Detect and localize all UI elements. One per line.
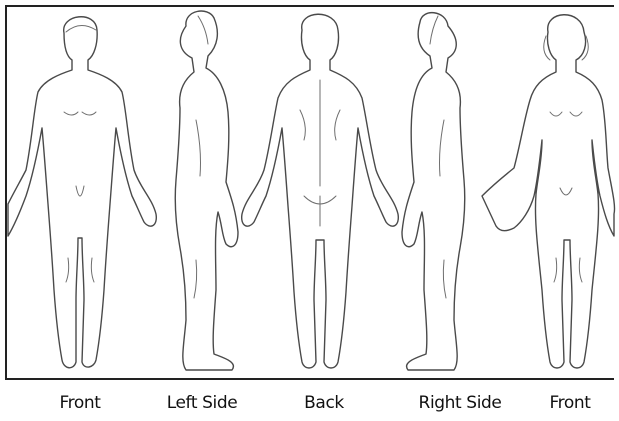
left-side-figure: [175, 11, 238, 370]
label-front-male: Front: [60, 393, 101, 413]
label-front-female: Front: [550, 393, 591, 413]
right-side-figure: [402, 13, 465, 370]
back-figure: [242, 14, 399, 368]
view-labels: Front Left Side Back Right Side Front: [0, 393, 619, 417]
label-right-side: Right Side: [419, 393, 502, 413]
female-front-figure: [482, 15, 615, 368]
male-front-figure: [8, 17, 156, 368]
label-left-side: Left Side: [167, 393, 238, 413]
label-back: Back: [304, 393, 344, 413]
